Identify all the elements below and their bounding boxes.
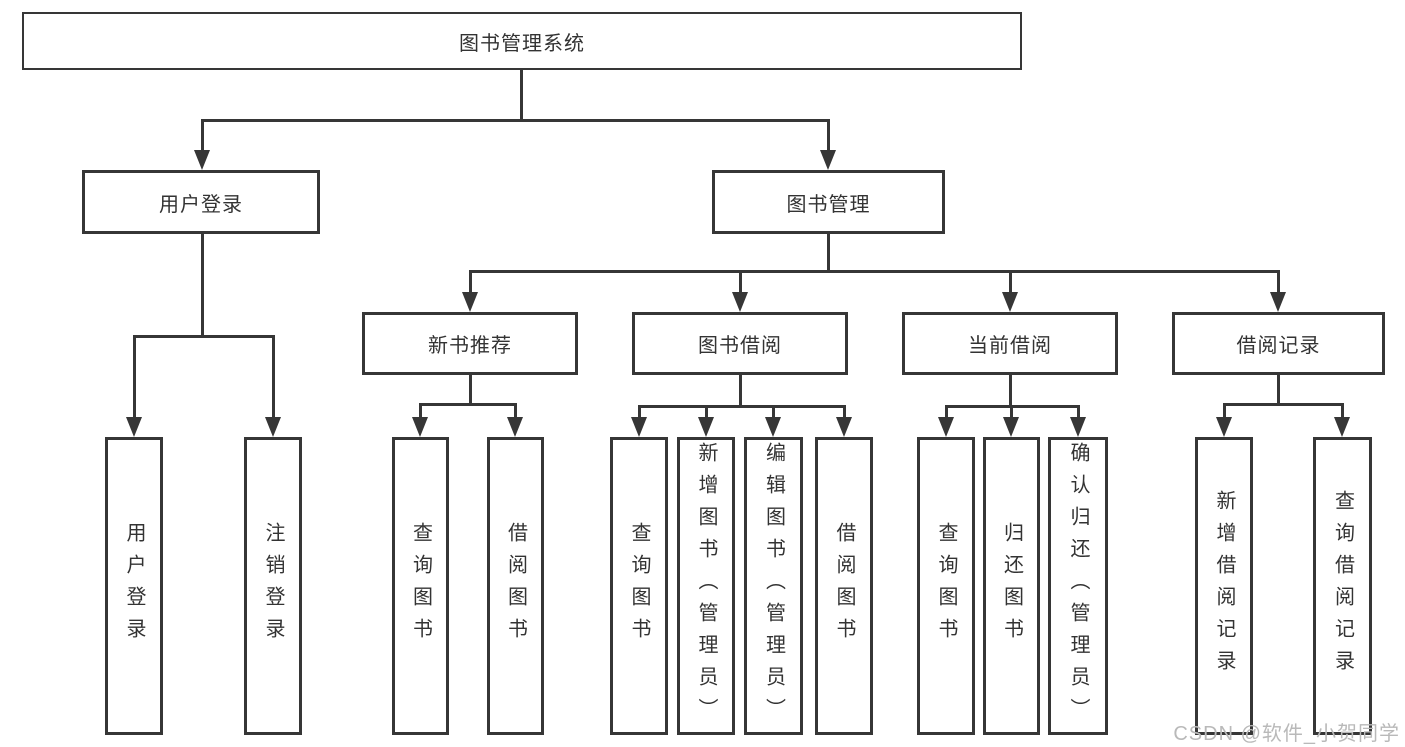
connector-line	[843, 405, 846, 419]
node-library-management-system: 图书管理系统	[22, 12, 1022, 70]
arrowhead-down-icon	[836, 417, 852, 437]
arrowhead-down-icon	[938, 417, 954, 437]
connector-line	[638, 405, 846, 408]
arrowhead-down-icon	[265, 417, 281, 437]
connector-line	[827, 119, 830, 154]
node-user-login: 用户登录	[82, 170, 320, 234]
node-label: 用户登录	[159, 193, 243, 216]
connector-line	[1277, 374, 1280, 406]
connector-line	[1077, 405, 1080, 419]
node-logout: 注销登录	[244, 437, 302, 735]
arrowhead-down-icon	[194, 150, 210, 170]
node-label: 确认归还（管理员）	[1067, 442, 1089, 730]
node-query-borrow-record: 查询借阅记录	[1313, 437, 1372, 735]
node-add-books-admin: 新增图书（管理员）	[677, 437, 735, 735]
node-edit-books-admin: 编辑图书（管理员）	[744, 437, 803, 735]
connector-line	[201, 232, 204, 337]
node-label: 注销登录	[262, 522, 284, 650]
node-return-books: 归还图书	[983, 437, 1040, 735]
node-book-management: 图书管理	[712, 170, 945, 234]
watermark: CSDN @软件_小贺同学	[1173, 723, 1400, 745]
arrowhead-down-icon	[1270, 292, 1286, 312]
node-confirm-return-admin: 确认归还（管理员）	[1048, 437, 1108, 735]
arrowhead-down-icon	[820, 150, 836, 170]
connector-line	[520, 70, 523, 121]
arrowhead-down-icon	[507, 417, 523, 437]
connector-line	[1009, 374, 1012, 408]
connector-line	[1277, 270, 1280, 294]
connector-line	[1223, 403, 1226, 419]
node-borrow-books: 借阅图书	[815, 437, 873, 735]
arrowhead-down-icon	[1070, 417, 1086, 437]
connector-line	[1223, 403, 1344, 406]
node-new-book-recommendation: 新书推荐	[362, 312, 578, 375]
connector-line	[201, 119, 830, 122]
node-borrowing-records: 借阅记录	[1172, 312, 1385, 375]
connector-line	[419, 403, 517, 406]
node-label: 查询图书	[935, 522, 957, 650]
connector-line	[638, 405, 641, 419]
node-label: 图书管理	[786, 193, 871, 216]
node-query-books: 查询图书	[392, 437, 449, 735]
connector-line	[201, 119, 204, 154]
connector-line	[1010, 405, 1013, 419]
node-label: 查询借阅记录	[1331, 490, 1354, 682]
node-user-login-leaf: 用户登录	[105, 437, 163, 735]
connector-line	[272, 335, 275, 419]
node-label: 用户登录	[123, 522, 145, 650]
node-query-books: 查询图书	[917, 437, 975, 735]
connector-line	[469, 270, 472, 294]
connector-line	[739, 374, 742, 408]
arrowhead-down-icon	[1003, 417, 1019, 437]
arrowhead-down-icon	[126, 417, 142, 437]
node-label: 图书管理系统	[459, 32, 585, 55]
node-borrow-books: 借阅图书	[487, 437, 544, 735]
arrowhead-down-icon	[1334, 417, 1350, 437]
node-label: 新增图书（管理员）	[695, 442, 717, 730]
node-label: 归还图书	[1000, 522, 1023, 650]
arrowhead-down-icon	[1002, 292, 1018, 312]
connector-line	[772, 405, 775, 419]
node-label: 借阅图书	[833, 522, 855, 650]
arrowhead-down-icon	[732, 292, 748, 312]
connector-line	[133, 335, 136, 419]
connector-line	[469, 374, 472, 406]
connector-line	[514, 403, 517, 419]
arrowhead-down-icon	[1216, 417, 1232, 437]
node-query-books: 查询图书	[610, 437, 668, 735]
node-label: 查询图书	[409, 522, 432, 650]
node-add-borrow-record: 新增借阅记录	[1195, 437, 1253, 735]
node-label: 编辑图书（管理员）	[762, 442, 785, 730]
connector-line	[739, 270, 742, 294]
arrowhead-down-icon	[412, 417, 428, 437]
node-label: 新书推荐	[428, 335, 512, 357]
node-book-borrowing: 图书借阅	[632, 312, 848, 375]
arrowhead-down-icon	[631, 417, 647, 437]
arrowhead-down-icon	[462, 292, 478, 312]
arrowhead-down-icon	[698, 417, 714, 437]
node-current-borrowing: 当前借阅	[902, 312, 1118, 375]
connector-line	[469, 270, 1280, 273]
node-label: 新增借阅记录	[1213, 490, 1235, 682]
connector-line	[1341, 403, 1344, 419]
node-label: 当前借阅	[968, 335, 1052, 357]
connector-line	[827, 232, 830, 273]
node-label: 图书借阅	[698, 335, 782, 357]
connector-line	[1009, 270, 1012, 294]
connector-line	[945, 405, 948, 419]
node-label: 借阅记录	[1236, 335, 1321, 357]
connector-line	[133, 335, 275, 338]
arrowhead-down-icon	[765, 417, 781, 437]
connector-line	[419, 403, 422, 419]
node-label: 查询图书	[628, 522, 650, 650]
node-label: 借阅图书	[504, 522, 527, 650]
connector-line	[705, 405, 708, 419]
